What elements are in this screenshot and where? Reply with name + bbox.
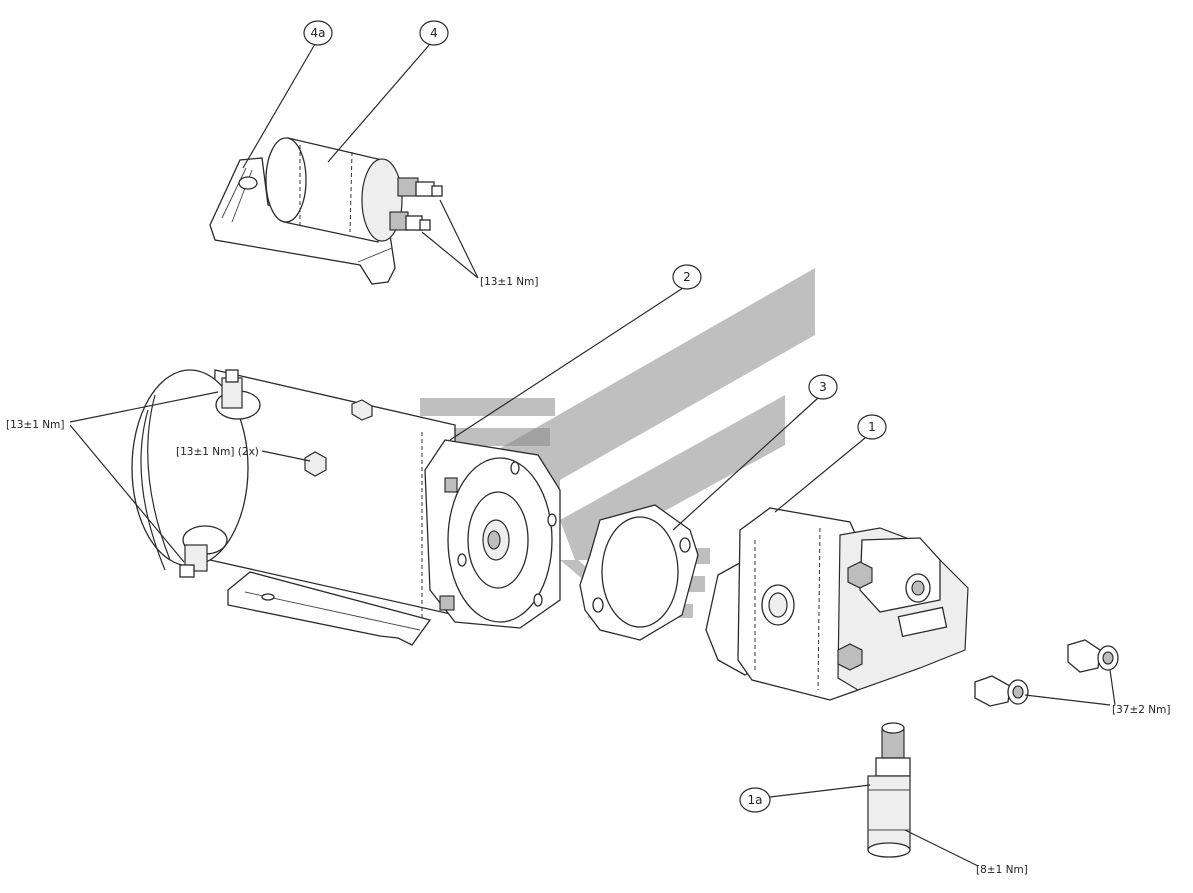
- hydraulic-pump: [705, 507, 969, 701]
- pressure-relief-valve: [867, 722, 911, 858]
- callout-1: 1: [857, 414, 887, 440]
- torque-label-fittings: [37±2 Nm]: [1112, 704, 1170, 716]
- callout-2: 2: [672, 264, 702, 290]
- motor-assembly: [131, 369, 561, 646]
- callout-3: 3: [808, 374, 838, 400]
- svg-text:3: 3: [819, 380, 827, 394]
- svg-text:4: 4: [430, 26, 438, 40]
- motor-terminal-top: [215, 369, 261, 420]
- solenoid-terminal-top: [397, 177, 443, 197]
- torque-label-motor-terminals: [13±1 Nm]: [6, 419, 64, 431]
- callout-4a: 4a: [303, 20, 333, 46]
- callout-1a: 1a: [739, 787, 771, 813]
- svg-text:4a: 4a: [311, 26, 326, 40]
- svg-text:2: 2: [683, 270, 691, 284]
- motor-housing-nut-top: [351, 399, 373, 421]
- pump-fitting-lower: [974, 675, 1029, 707]
- callout-4: 4: [419, 20, 449, 46]
- svg-text:1: 1: [868, 420, 876, 434]
- motor-housing-nut-side: [304, 451, 327, 477]
- motor-terminal-bottom: [179, 525, 228, 578]
- solenoid-terminal-bottom: [389, 211, 431, 231]
- svg-text:1a: 1a: [748, 793, 763, 807]
- gasket: [579, 504, 699, 641]
- pump-fitting-upper: [1067, 639, 1119, 673]
- leader-lines: [69, 43, 1116, 867]
- motor-mounting-foot: [227, 571, 432, 646]
- torque-label-solenoid: [13±1 Nm]: [480, 276, 538, 288]
- torque-label-valve: [8±1 Nm]: [976, 864, 1028, 876]
- solenoid-assembly: [209, 137, 443, 285]
- torque-label-motor-nut: [13±1 Nm] (2x): [176, 446, 259, 458]
